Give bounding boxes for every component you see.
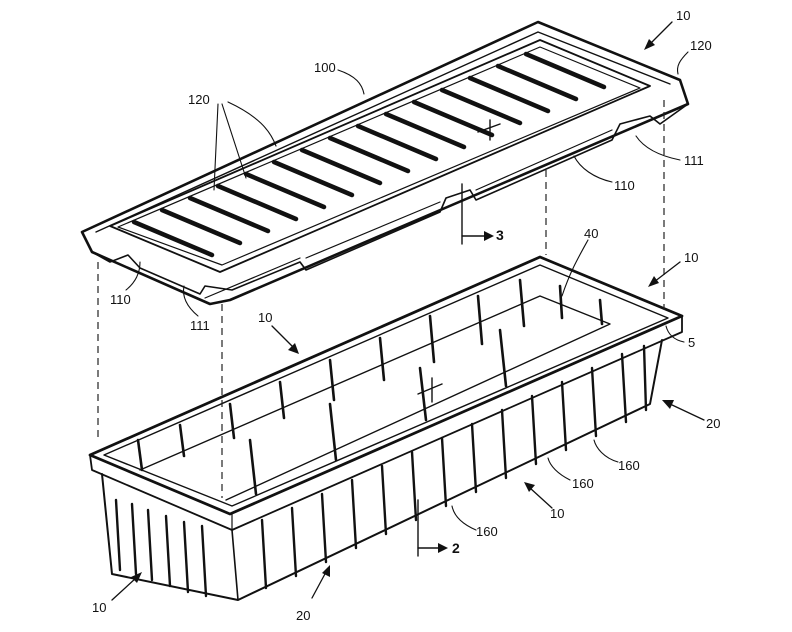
ref-120-left: 120 — [188, 92, 210, 107]
ref-160-b: 160 — [572, 476, 594, 491]
ref-111-right: 111 — [684, 153, 704, 168]
ref-111-left: 111 — [190, 318, 210, 333]
section-line-3 — [461, 183, 494, 245]
reference-numerals: 10 120 100 120 111 110 3 40 10 110 111 1… — [92, 8, 720, 623]
ref-100: 100 — [314, 60, 336, 75]
ref-110-left: 110 — [110, 292, 131, 307]
ref-10-bottom: 10 — [550, 506, 564, 521]
ref-10-left: 10 — [92, 600, 106, 615]
ref-120-top: 120 — [690, 38, 712, 53]
ref-10-lid: 10 — [676, 8, 690, 23]
ref-10-tray-mid: 10 — [258, 310, 272, 325]
lid-ribs — [131, 51, 607, 258]
tray — [88, 255, 684, 601]
ref-20-right: 20 — [706, 416, 720, 431]
ref-20-bottom: 20 — [296, 608, 310, 623]
ref-section-2: 2 — [452, 540, 460, 556]
ref-40: 40 — [584, 226, 598, 241]
lid — [80, 20, 690, 306]
ref-160-a: 160 — [618, 458, 640, 473]
tray-inner-ribs — [136, 278, 604, 496]
ref-110-right: 110 — [614, 178, 635, 193]
tray-outer-ribs — [114, 344, 648, 598]
leader-lines — [111, 21, 705, 601]
ref-5: 5 — [688, 335, 695, 350]
ref-section-3: 3 — [496, 227, 504, 243]
ref-10-tray-right: 10 — [684, 250, 698, 265]
ref-160-c: 160 — [476, 524, 498, 539]
section-line-2 — [417, 499, 448, 557]
